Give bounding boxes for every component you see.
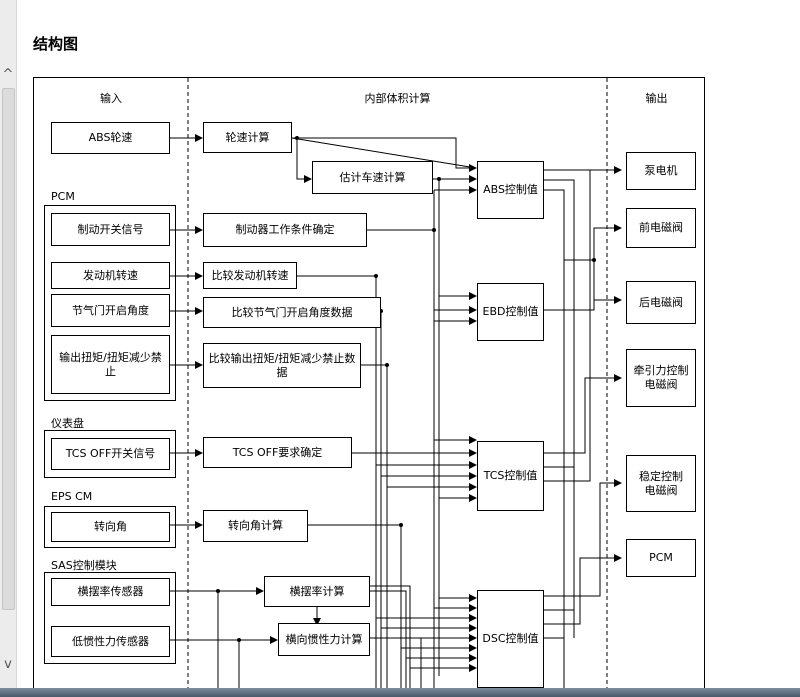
calc-lateral-inertia: 横向惯性力计算 bbox=[278, 623, 370, 656]
output-rear-valve: 后电磁阀 bbox=[626, 281, 696, 324]
group-instrument bbox=[44, 430, 176, 478]
calc-compare-torque: 比较输出扭矩/扭矩减少禁止数据 bbox=[203, 343, 361, 388]
structure-diagram: 输入 内部体积计算 输出 PCM 仪表盘 EPS CM SAS控制模块 ABS轮… bbox=[33, 77, 705, 697]
control-abs: ABS控制值 bbox=[477, 161, 544, 219]
header-output: 输出 bbox=[645, 92, 668, 105]
group-sas bbox=[44, 572, 176, 664]
output-pcm: PCM bbox=[626, 539, 696, 577]
group-eps bbox=[44, 506, 176, 548]
header-internal: 内部体积计算 bbox=[364, 92, 431, 105]
calc-steering-angle: 转向角计算 bbox=[203, 510, 308, 542]
group-label-sas: SAS控制模块 bbox=[51, 559, 117, 572]
input-tcs-off-switch: TCS OFF开关信号 bbox=[51, 438, 170, 470]
input-steering-angle: 转向角 bbox=[51, 512, 170, 542]
group-label-pcm: PCM bbox=[51, 190, 75, 203]
diagram-lines bbox=[170, 78, 622, 697]
chevron-up-icon[interactable]: ^ bbox=[2, 67, 14, 82]
input-abs-wheel-speed: ABS轮速 bbox=[51, 122, 170, 154]
control-dsc: DSC控制值 bbox=[477, 590, 544, 688]
output-front-valve: 前电磁阀 bbox=[626, 208, 696, 248]
control-ebd: EBD控制值 bbox=[477, 283, 544, 341]
calc-brake-condition: 制动器工作条件确定 bbox=[203, 213, 367, 247]
control-tcs: TCS控制值 bbox=[477, 441, 544, 511]
output-pump-motor: 泵电机 bbox=[626, 152, 696, 190]
group-label-instrument: 仪表盘 bbox=[51, 417, 84, 430]
vertical-scrollbar[interactable]: ^ v bbox=[0, 0, 17, 697]
page-title: 结构图 bbox=[33, 35, 79, 53]
calc-compare-engine-speed: 比较发动机转速 bbox=[203, 262, 297, 289]
calc-compare-throttle: 比较节气门开启角度数据 bbox=[203, 297, 381, 328]
taskbar bbox=[0, 688, 800, 697]
group-label-eps: EPS CM bbox=[51, 490, 93, 503]
input-yaw-rate-sensor: 横摆率传感器 bbox=[51, 578, 170, 606]
output-stability-valve: 稳定控制 电磁阀 bbox=[626, 455, 696, 512]
input-engine-speed: 发动机转速 bbox=[51, 262, 170, 289]
scrollbar-thumb[interactable] bbox=[2, 88, 15, 610]
chevron-down-icon[interactable]: v bbox=[4, 657, 12, 672]
group-pcm bbox=[44, 205, 176, 401]
calc-vehicle-speed: 估计车速计算 bbox=[312, 161, 433, 194]
header-input: 输入 bbox=[100, 92, 122, 105]
calc-yaw-rate: 横摆率计算 bbox=[264, 576, 370, 607]
calc-wheel-speed: 轮速计算 bbox=[203, 122, 292, 153]
calc-tcs-off-confirm: TCS OFF要求确定 bbox=[203, 437, 352, 468]
input-low-inertia-sensor: 低惯性力传感器 bbox=[51, 626, 170, 657]
input-torque-reduce-inhibit: 输出扭矩/扭矩减少禁止 bbox=[51, 335, 170, 394]
input-brake-switch: 制动开关信号 bbox=[51, 213, 170, 246]
input-throttle-angle: 节气门开启角度 bbox=[51, 294, 170, 327]
output-traction-valve: 牵引力控制 电磁阀 bbox=[626, 349, 696, 407]
